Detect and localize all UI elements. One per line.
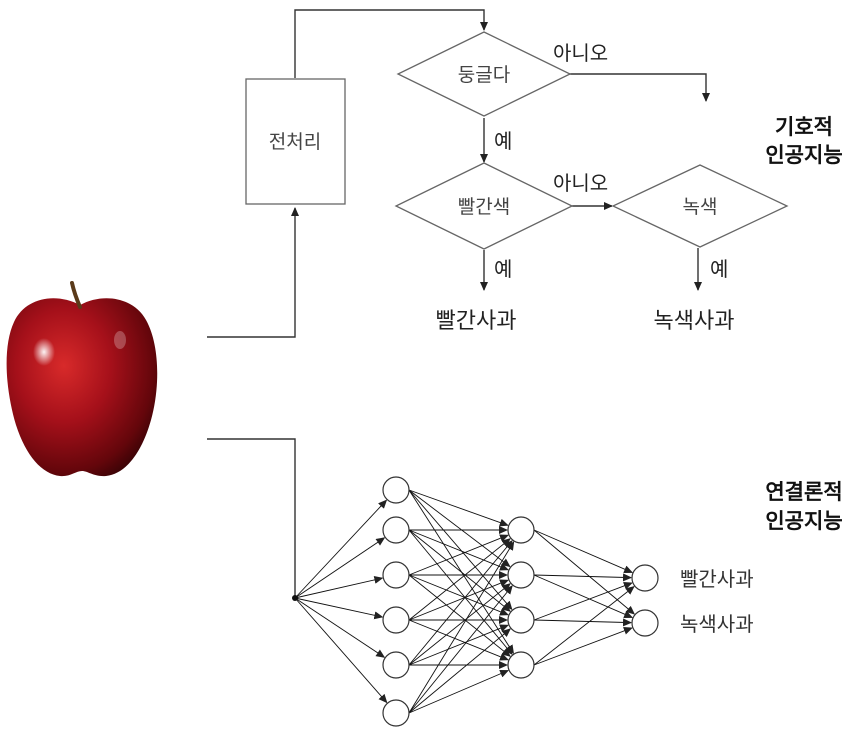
- no-label-round: 아니오: [553, 41, 608, 65]
- edge-l0-0-0: [408, 489, 509, 527]
- no-label-red: 아니오: [553, 171, 608, 195]
- result-green-apple: 녹색사과: [654, 309, 735, 334]
- yes-label-red: 예: [494, 257, 512, 281]
- input-edge-2: [294, 575, 384, 599]
- edge-l0-1-3: [408, 529, 513, 655]
- input-edge-3: [294, 597, 384, 620]
- round-question-label: 둥글다: [458, 64, 510, 86]
- neuron-layer1-6: [382, 699, 410, 727]
- edge-l0-1-2: [408, 529, 511, 612]
- neuron-layer2-2: [507, 561, 535, 589]
- neuron-layer1-2: [382, 516, 410, 544]
- edge-l1-2-0: [533, 582, 633, 621]
- edge-l0-4-2: [408, 624, 509, 666]
- yes-label-round: 예: [494, 129, 512, 153]
- edge-l0-0-1: [408, 489, 511, 568]
- red-question-label: 빨간색: [458, 196, 510, 218]
- apple-image: [6, 281, 158, 477]
- input-edge-0: [294, 499, 388, 599]
- input-edge-4: [294, 597, 386, 658]
- neuron-layer3-2: [631, 609, 659, 637]
- edge-l0-4-1: [408, 583, 511, 666]
- connectionist-ai-title-line1: 연결론적: [765, 480, 842, 504]
- edge-l0-4-0: [408, 540, 513, 666]
- edge-l0-5-1: [408, 585, 513, 714]
- neuron-layer2-4: [507, 651, 535, 679]
- edge-l0-5-2: [408, 628, 511, 714]
- edge-l1-2-1: [533, 618, 633, 627]
- edge-l1-3-1: [533, 627, 633, 666]
- neuron-layer1-4: [382, 606, 410, 634]
- edge-l0-5-3: [408, 669, 510, 714]
- preprocess-box: [245, 78, 346, 205]
- round-decision-diamond: [396, 31, 572, 117]
- network-output-green-apple: 녹색사과: [680, 612, 754, 636]
- yes-label-green: 예: [710, 257, 728, 281]
- neuron-layer2-3: [507, 606, 535, 634]
- edge-l0-0-2: [408, 489, 513, 611]
- edge-l0-3-3: [408, 619, 509, 661]
- symbolic-ai-title-line2: 인공지능: [765, 143, 842, 167]
- red-decision-diamond: [394, 162, 574, 250]
- edge-l0-1-1: [408, 529, 509, 571]
- green-decision-diamond: [611, 164, 789, 248]
- edge-l0-5-0: [408, 541, 515, 714]
- preprocess-label: 전처리: [269, 131, 321, 153]
- network-output-red-apple: 빨간사과: [680, 567, 754, 591]
- green-question-label: 녹색: [683, 196, 718, 218]
- neural-network-edges: [294, 489, 636, 714]
- edge-l0-2-0: [408, 534, 509, 576]
- edge-l0-3-1: [408, 579, 509, 621]
- edge-l1-0-0: [533, 529, 634, 573]
- input-edge-1: [294, 537, 386, 599]
- symbolic-ai-title-line1: 기호적: [775, 115, 833, 139]
- neuron-layer1-1: [382, 476, 410, 504]
- edge-l1-1-0: [533, 573, 633, 582]
- connectionist-ai-title-line2: 인공지능: [765, 509, 842, 533]
- neuron-layer3-1: [631, 564, 659, 592]
- edge-l0-3-0: [408, 538, 511, 621]
- neuron-layer1-3: [382, 561, 410, 589]
- result-red-apple: 빨간사과: [436, 309, 517, 334]
- neural-network-nodes: [382, 476, 659, 727]
- edge-l1-3-0: [533, 586, 635, 666]
- apple-to-network-connector: [207, 438, 296, 598]
- edge-l1-1-1: [533, 574, 634, 618]
- neuron-layer2-1: [507, 516, 535, 544]
- edge-l0-2-3: [408, 574, 511, 657]
- neuron-layer1-5: [382, 651, 410, 679]
- edge-l0-2-2: [408, 574, 509, 616]
- input-edge-5: [294, 597, 388, 704]
- symbolic-connectors: [207, 9, 710, 338]
